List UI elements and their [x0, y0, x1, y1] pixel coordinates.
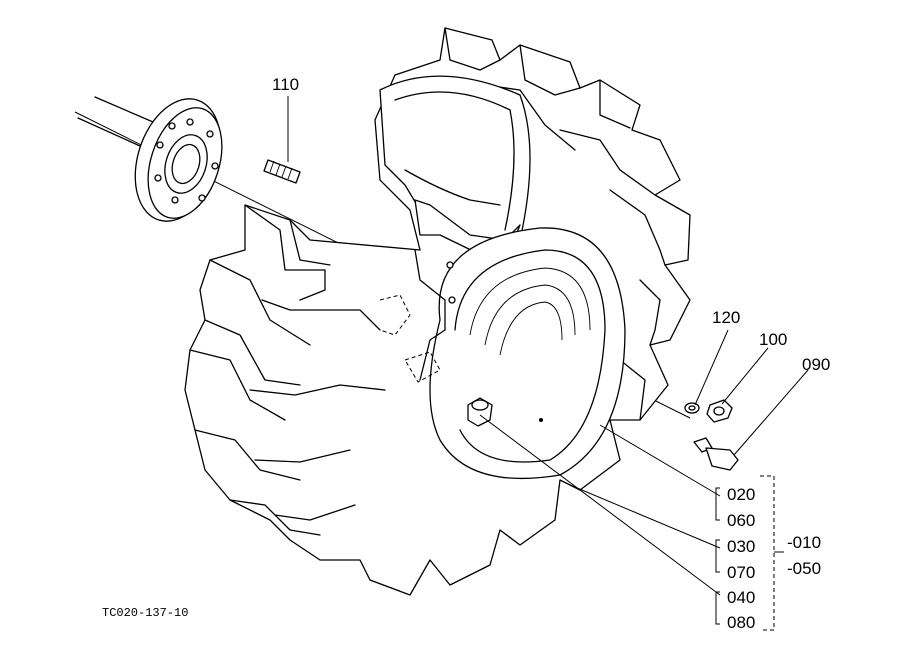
bolt-head: [705, 447, 739, 471]
label-080: 080: [727, 613, 755, 632]
label-060: 060: [727, 511, 755, 530]
leader-lines: [287, 96, 809, 631]
label-120: 120: [712, 308, 740, 327]
label-010: -010: [787, 533, 821, 552]
label-040: 040: [727, 588, 755, 607]
stud-bolt: [263, 159, 301, 184]
lock-washer: [684, 402, 700, 414]
label-110: 110: [272, 75, 299, 94]
label-030: 030: [727, 537, 755, 556]
label-020: 020: [727, 485, 755, 504]
label-090: 090: [802, 355, 830, 374]
fastener-set: [684, 399, 739, 471]
hub-flange: [134, 98, 223, 222]
label-050: -050: [787, 559, 821, 578]
part-labels: 110 120 100 090 020 060 030 070 040 080 …: [102, 75, 830, 632]
nut: [706, 399, 733, 423]
label-070: 070: [727, 563, 755, 582]
drawing-code: TC020-137-10: [102, 606, 188, 620]
wheel-rim: [379, 75, 626, 480]
label-100: 100: [759, 330, 787, 349]
